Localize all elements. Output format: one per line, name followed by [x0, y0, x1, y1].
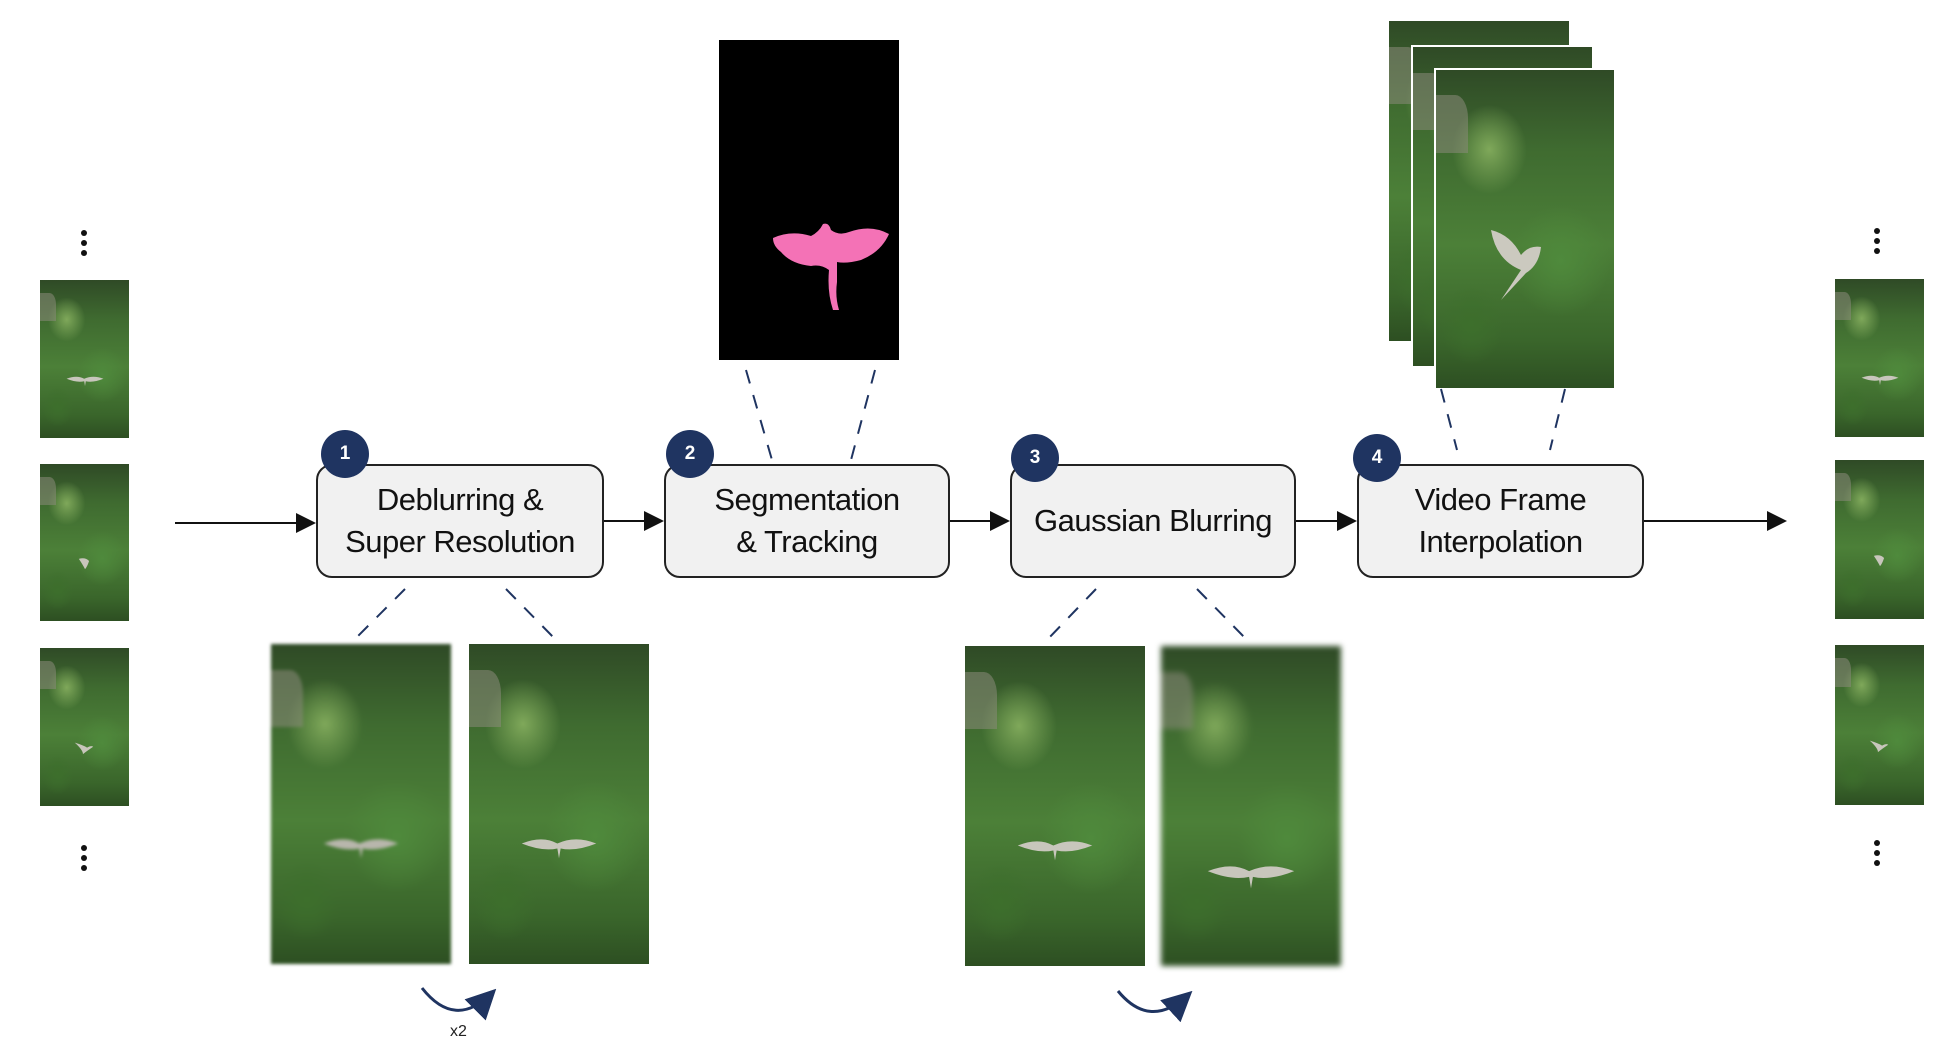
- output-frame: [1835, 460, 1924, 619]
- dash-line: [1196, 588, 1248, 641]
- segmentation-mask-image: [719, 40, 899, 360]
- dash-line: [1549, 388, 1566, 451]
- super-resolved-frame: [469, 644, 649, 964]
- more-frames-icon: [81, 845, 87, 875]
- curved-arrow-icon: [1116, 990, 1193, 1023]
- bird-foreground: [1207, 866, 1295, 889]
- sharp-background-frame: [965, 646, 1145, 966]
- input-frame: [40, 280, 129, 438]
- step-number-badge: 3: [1011, 434, 1059, 482]
- dash-line: [355, 588, 406, 639]
- step-number-badge: 1: [321, 430, 369, 478]
- dash-line: [1046, 588, 1097, 641]
- output-frame: [1835, 279, 1924, 437]
- more-frames-icon: [1874, 228, 1880, 258]
- step-title-line2: Super Resolution: [345, 524, 575, 559]
- dash-line: [1440, 388, 1458, 451]
- step-gaussian-blurring: Gaussian Blurring: [1010, 464, 1296, 578]
- dash-line: [850, 369, 876, 461]
- curved-arrow-icon: [420, 987, 497, 1021]
- step-number-badge: 2: [666, 430, 714, 478]
- input-frame: [40, 464, 129, 621]
- more-frames-icon: [81, 230, 87, 260]
- step-segmentation-tracking: Segmentation & Tracking: [664, 464, 950, 578]
- step-deblurring-super-resolution: Deblurring & Super Resolution: [316, 464, 604, 578]
- step-title-line1: Gaussian Blurring: [1034, 503, 1272, 538]
- blurred-background-frame: [1161, 646, 1341, 966]
- step-title-line2: Interpolation: [1418, 524, 1583, 559]
- step-title-line1: Segmentation: [714, 482, 900, 517]
- more-frames-icon: [1874, 840, 1880, 870]
- dash-line: [505, 588, 557, 641]
- input-frame: [40, 648, 129, 806]
- step-title-line2: & Tracking: [736, 524, 878, 559]
- step-number-badge: 4: [1353, 434, 1401, 482]
- step-title-line1: Video Frame: [1414, 482, 1587, 517]
- upscale-factor-label: x2: [450, 1023, 467, 1040]
- low-resolution-frame: [271, 644, 451, 964]
- step-title-line1: Deblurring &: [376, 482, 544, 517]
- dash-line: [745, 369, 773, 461]
- step-video-frame-interpolation: Video Frame Interpolation: [1357, 464, 1644, 578]
- interpolated-frame: [1434, 68, 1614, 388]
- output-frame: [1835, 645, 1924, 805]
